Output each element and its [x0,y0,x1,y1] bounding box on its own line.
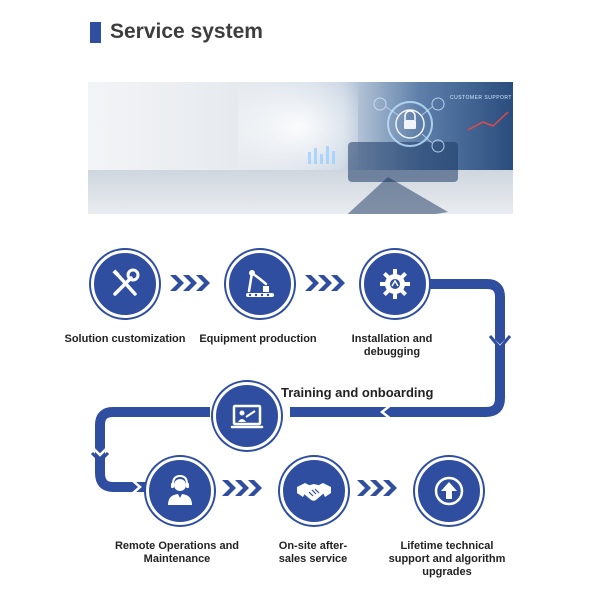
robot-arm-icon [246,270,274,297]
presentation-screen-icon [230,404,264,429]
step-node-lifetime-support [415,457,483,525]
step-label-lifetime-support: Lifetime technical support and algorithm… [388,540,506,578]
handshake-icon [297,483,331,501]
chevron-arrows-2-3 [305,273,345,293]
banner-overlay-text: CUSTOMER SUPPORT [450,95,512,101]
step-label-equipment-production: Equipment production [199,333,317,345]
chevron-arrows-6-7 [357,478,397,498]
chevron-arrows-5-6 [222,478,262,498]
step-label-training-onboarding: Training and onboarding [281,385,434,400]
step-label-solution-customization: Solution customization [64,333,186,345]
banner-light [238,82,358,172]
step-node-training-onboarding [213,382,281,450]
wrench-screwdriver-icon [112,268,140,296]
step-node-remote-operations [146,457,214,525]
banner-image: CUSTOMER SUPPORT [88,82,513,214]
section-header: Service system [90,20,263,44]
title-accent-bar [90,21,101,43]
step-node-equipment-production [226,250,294,318]
step-label-remote-operations: Remote Operations and Maintenance [114,540,240,565]
step-node-solution-customization [91,250,159,318]
banner-overlay-graphics [308,97,509,214]
page-title: Service system [110,20,263,43]
chevron-arrows-1-2 [170,273,210,293]
step-label-onsite-service: On-site after-sales service [278,540,348,565]
support-agent-icon [168,474,192,505]
step-label-installation-debugging: Installation and debugging [351,333,433,358]
step-node-onsite-service [280,457,348,525]
step-node-installation-debugging [361,250,429,318]
gear-icon [380,269,410,299]
upload-arrow-icon [434,476,464,506]
